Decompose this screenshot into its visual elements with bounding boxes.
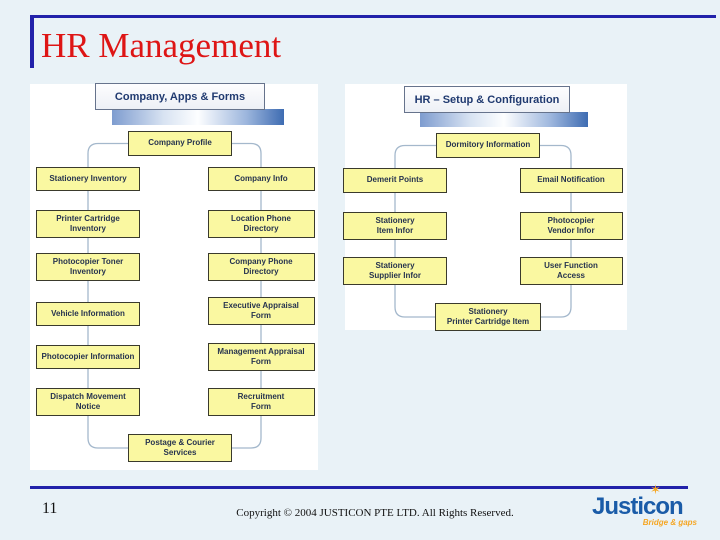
diagram-node-bottom: Stationery Printer Cartridge Item	[435, 303, 541, 331]
diagram-header-hr-setup-configuration: HR – Setup & Configuration	[404, 86, 570, 113]
diagram-node: Vehicle Information	[36, 302, 140, 326]
diagram-node: Dispatch Movement Notice	[36, 388, 140, 416]
diagram-node: Location Phone Directory	[207, 210, 315, 238]
diagram-node: Stationery Inventory	[36, 167, 140, 191]
diagram-node: Photocopier Information	[36, 345, 140, 369]
diagram-node: Company Info	[207, 167, 315, 191]
diagram-header-company-apps-forms: Company, Apps & Forms	[95, 83, 265, 110]
diagram-node: Stationery Item Infor	[343, 212, 447, 240]
logo-name: Justicon	[592, 493, 684, 520]
title-accent-bar	[30, 15, 34, 68]
diagram-node: Management Appraisal Form	[207, 343, 315, 371]
diagram-node: User Function Access	[519, 257, 623, 285]
page-title: HR Management	[41, 26, 282, 65]
starburst-icon: ✶	[650, 482, 661, 497]
diagram-node: Photocopier Toner Inventory	[36, 253, 140, 281]
diagram-node-bottom: Postage & Courier Services	[128, 434, 232, 462]
diagram-node: Stationery Supplier Infor	[343, 257, 447, 285]
logo-tagline: Bridge & gaps	[642, 518, 697, 527]
justicon-logo: ✶ Justicon Bridge & gaps	[592, 483, 697, 532]
diagram-node: Demerit Points	[343, 168, 447, 193]
page-number: 11	[42, 500, 58, 517]
diagram-node: Company Phone Directory	[207, 253, 315, 281]
diagram-node: Email Notification	[519, 168, 623, 193]
diagram-header-shadow	[112, 109, 284, 125]
footer-rule	[30, 486, 688, 489]
diagram-node: Printer Cartridge Inventory	[36, 210, 140, 238]
diagram-node: Photocopier Vendor Infor	[519, 212, 623, 240]
diagram-node-top: Dormitory Information	[436, 133, 540, 158]
diagram-node: Executive Appraisal Form	[207, 297, 315, 325]
diagram-header-shadow	[420, 112, 588, 127]
copyright-text: Copyright © 2004 JUSTICON PTE LTD. All R…	[236, 507, 514, 519]
diagram-node: Recruitment Form	[207, 388, 315, 416]
top-rule	[30, 15, 716, 18]
diagram-node-top: Company Profile	[128, 131, 232, 156]
